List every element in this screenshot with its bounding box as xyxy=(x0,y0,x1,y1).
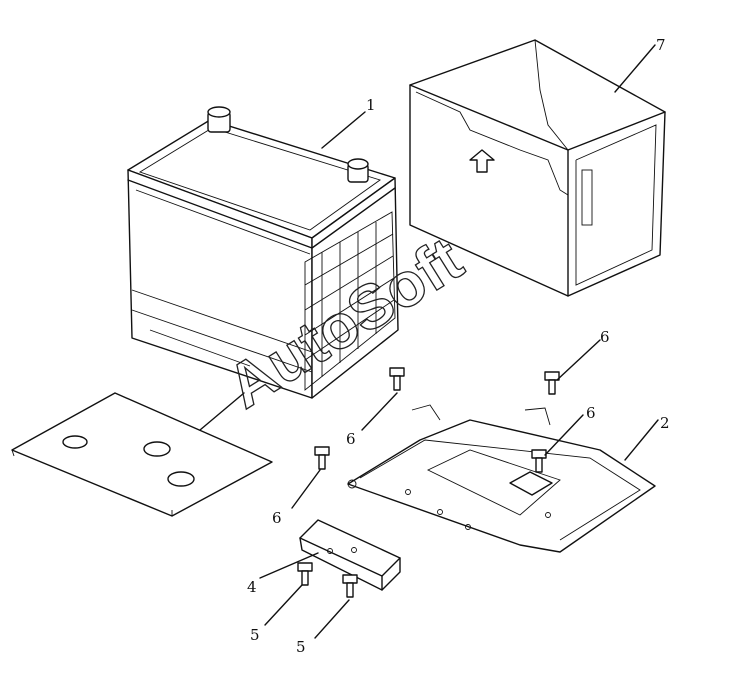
battery-terminal-right xyxy=(347,158,369,183)
battery xyxy=(127,106,399,399)
battery-tray xyxy=(347,404,656,553)
bolt-6-left xyxy=(314,446,330,470)
battery-pad xyxy=(11,392,273,517)
callout-6-upper-left: 6 xyxy=(346,430,356,448)
bolt-5-right xyxy=(342,574,358,598)
callout-1: 1 xyxy=(366,96,376,114)
battery-box xyxy=(409,39,666,297)
callout-2: 2 xyxy=(660,414,670,432)
bolt-6-upper-left xyxy=(389,367,405,391)
hold-down-bracket xyxy=(299,519,401,591)
callout-4: 4 xyxy=(247,578,257,596)
battery-vent-grid xyxy=(304,211,396,391)
callout-6-upper-right: 6 xyxy=(600,328,610,346)
callout-5-left: 5 xyxy=(250,626,260,644)
battery-terminal-left xyxy=(207,106,231,133)
callout-5-right: 5 xyxy=(296,638,306,656)
bolt-6-upper-right xyxy=(544,371,560,395)
callout-7: 7 xyxy=(656,36,666,54)
callout-6-tray: 6 xyxy=(586,404,596,422)
callout-6-left: 6 xyxy=(272,509,282,527)
bolt-5-left xyxy=(297,562,313,586)
leader-lines xyxy=(199,44,659,639)
